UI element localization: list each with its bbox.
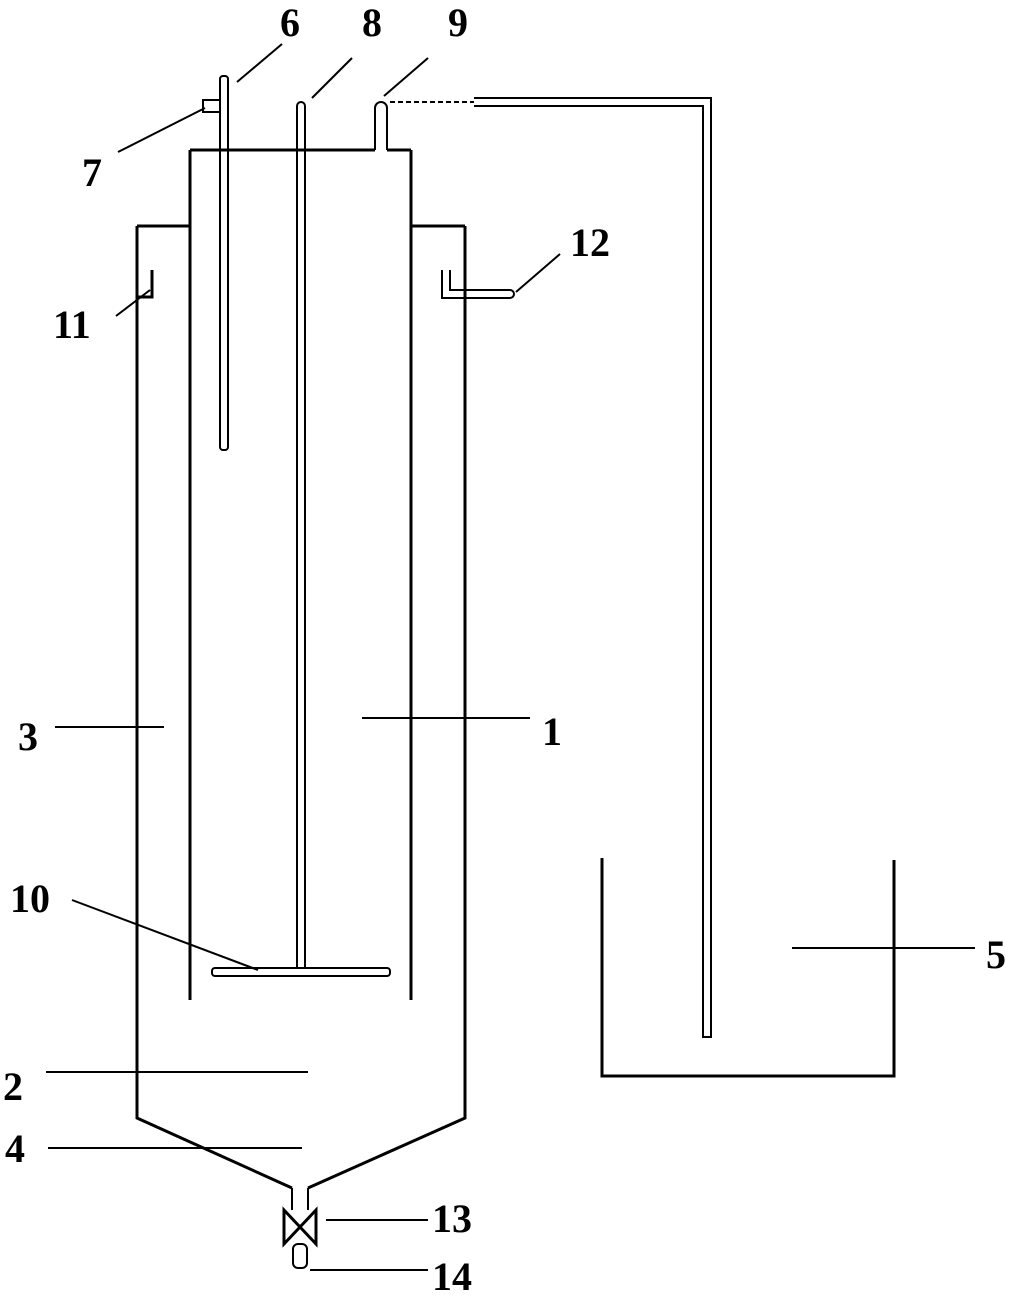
port-12: [441, 270, 515, 299]
label-9: 9: [448, 0, 468, 45]
transfer-pipe: [474, 97, 712, 1038]
label-8: 8: [362, 0, 382, 45]
leader-10: [71, 899, 259, 971]
distributor-10: [211, 967, 391, 977]
leader-8: [311, 57, 353, 99]
outer-vessel-wall-right: [307, 226, 467, 1190]
label-7: 7: [82, 150, 102, 195]
label-13: 13: [432, 1196, 472, 1241]
drain-pipe-14: [292, 1243, 308, 1269]
pipe-8: [211, 101, 391, 977]
leader-6: [236, 43, 283, 83]
leader-7: [117, 107, 206, 153]
label-10: 10: [10, 876, 50, 921]
pipe-8-tube: [296, 101, 306, 968]
leader-lines: [46, 43, 975, 1271]
outer-vessel: [135, 224, 467, 1190]
pipe-6-tube: [219, 75, 229, 451]
outer-vessel-wall-left: [135, 226, 293, 1190]
label-5: 5: [986, 932, 1006, 977]
label-6: 6: [280, 0, 300, 45]
side-port-7: [202, 99, 220, 113]
label-1: 1: [542, 709, 562, 754]
outlet-9-nozzle: [374, 101, 388, 150]
label-3: 3: [18, 714, 38, 759]
part-labels: 1 2 3 4 5 6 7 8 9 10 11 12 13 14: [3, 0, 1006, 1296]
bottom-outlet: [282, 1188, 318, 1269]
pipe-6: [202, 75, 229, 451]
label-12: 12: [570, 220, 610, 265]
tank-5: [600, 858, 896, 1078]
label-11: 11: [53, 302, 91, 347]
label-2: 2: [3, 1064, 23, 1109]
leader-12: [515, 253, 561, 293]
label-14: 14: [432, 1254, 472, 1296]
leader-11: [115, 289, 151, 317]
gas-outlet-9: [374, 97, 712, 1038]
leader-9: [383, 57, 429, 97]
valve-13: [282, 1206, 318, 1248]
label-4: 4: [5, 1126, 25, 1171]
inner-cylinder: [188, 148, 413, 1000]
